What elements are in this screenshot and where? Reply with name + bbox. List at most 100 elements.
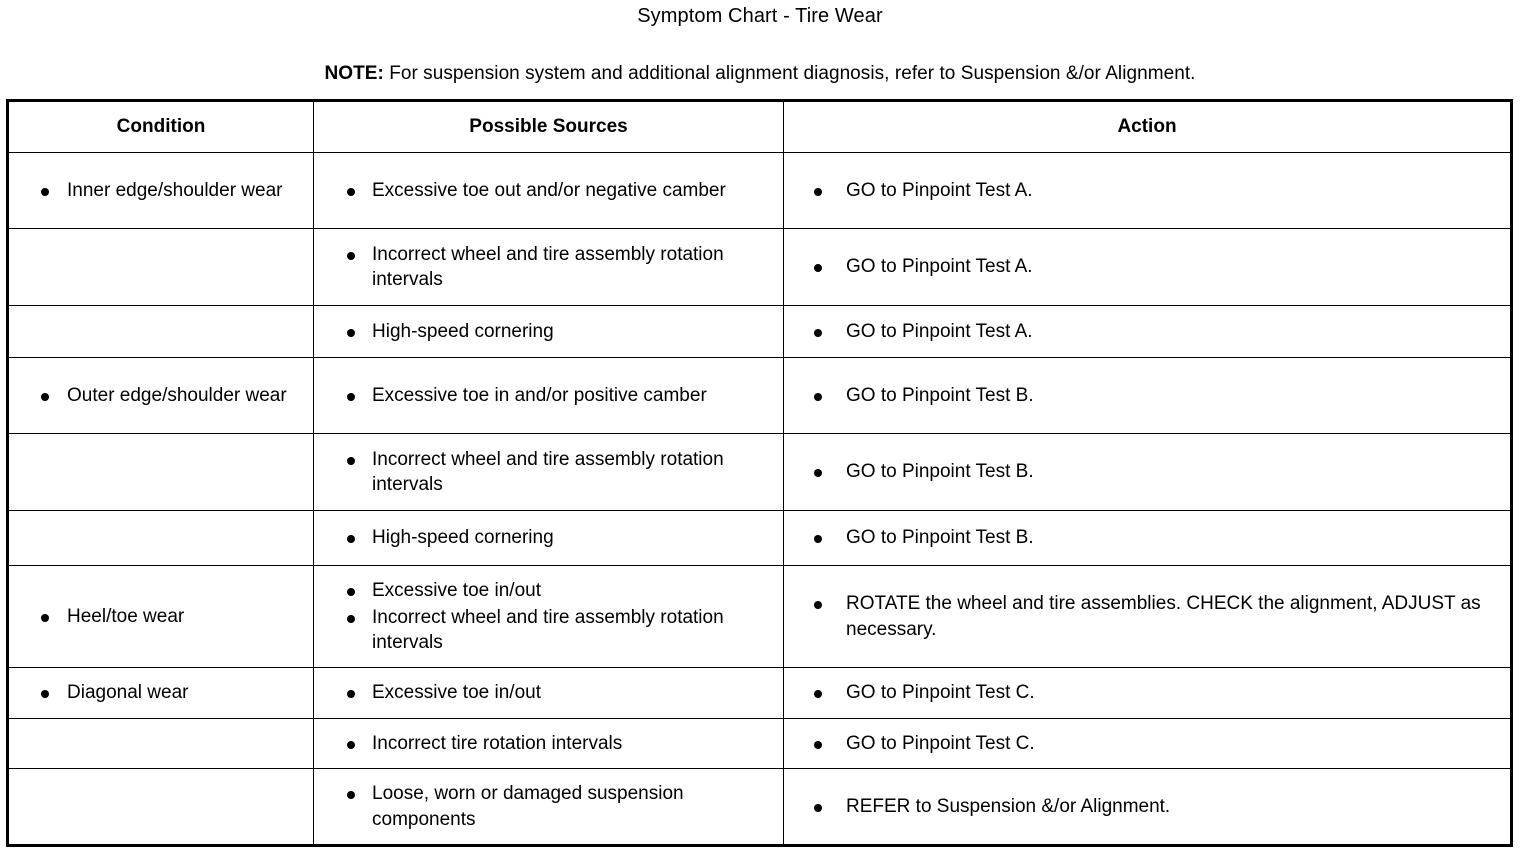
list-item: GO to Pinpoint Test A. (814, 178, 1498, 203)
action-bullet-list: GO to Pinpoint Test A. (784, 254, 1510, 279)
page-title: Symptom Chart - Tire Wear (637, 5, 883, 27)
condition-text: Diagonal wear (67, 682, 189, 704)
condition-bullet-list: Heel/toe wear (9, 604, 313, 629)
cell-condition: Inner edge/shoulder wear (7, 152, 314, 229)
table-header-row: Condition Possible Sources Action (7, 100, 1512, 153)
cell-sources: Excessive toe in and/or positive camber (313, 357, 784, 434)
bullet-icon (41, 187, 49, 196)
table-row: Outer edge/shoulder wear Excessive toe in… (7, 357, 1512, 434)
cell-condition: Outer edge/shoulder wear (7, 357, 314, 434)
cell-action: GO to Pinpoint Test C. (783, 718, 1512, 769)
column-header-possible-sources: Possible Sources (313, 100, 784, 153)
list-item: Incorrect wheel and tire assembly rotati… (347, 605, 773, 655)
table-row: High-speed cornering GO to Pinpoint Test … (7, 305, 1512, 358)
bullet-icon (41, 392, 49, 401)
table-row: Diagonal wear Excessive toe in/out GO to P… (7, 667, 1512, 719)
list-item: REFER to Suspension &/or Alignment. (814, 794, 1498, 819)
bullet-icon (814, 740, 822, 749)
sources-bullet-list: High-speed cornering (314, 319, 783, 344)
bullet-icon (347, 328, 355, 337)
bullet-icon (814, 392, 822, 401)
table-row: Incorrect wheel and tire assembly rotati… (7, 228, 1512, 306)
cell-sources: Excessive toe in/out (313, 667, 784, 719)
sources-bullet-list: Excessive toe in/out (314, 680, 783, 705)
note-label: NOTE: (324, 63, 384, 84)
list-item: GO to Pinpoint Test A. (814, 254, 1498, 279)
bullet-icon (41, 690, 49, 699)
sources-bullet-list: Incorrect tire rotation intervals (314, 731, 783, 756)
cell-action: ROTATE the wheel and tire assemblies. CH… (783, 565, 1512, 668)
list-item: Incorrect wheel and tire assembly rotati… (347, 242, 773, 292)
note-line: NOTE: For suspension system and addition… (0, 26, 1520, 83)
action-text: GO to Pinpoint Test B. (846, 384, 1034, 406)
list-item: Incorrect tire rotation intervals (347, 731, 773, 756)
list-item: Heel/toe wear (41, 604, 305, 629)
list-item: Excessive toe out and/or negative camber (347, 178, 773, 203)
bullet-icon (814, 803, 822, 812)
action-text: GO to Pinpoint Test B. (846, 461, 1034, 483)
action-bullet-list: GO to Pinpoint Test B. (784, 459, 1510, 484)
bullet-icon (814, 264, 822, 273)
table-body: Inner edge/shoulder wear Excessive toe ou… (7, 152, 1512, 846)
bullet-icon (814, 187, 822, 196)
list-item: Diagonal wear (41, 680, 305, 705)
action-text: GO to Pinpoint Test C. (846, 732, 1035, 754)
sources-text: High-speed cornering (372, 320, 554, 342)
bullet-icon (347, 791, 355, 800)
bullet-icon (347, 614, 355, 623)
sources-bullet-list: Loose, worn or damaged suspension compon… (314, 781, 783, 831)
action-bullet-list: GO to Pinpoint Test A. (784, 319, 1510, 344)
bullet-icon (814, 328, 822, 337)
list-item: GO to Pinpoint Test C. (814, 731, 1498, 756)
bullet-icon (814, 469, 822, 478)
condition-text: Inner edge/shoulder wear (67, 179, 283, 201)
condition-text: Outer edge/shoulder wear (67, 384, 287, 406)
sources-bullet-list: Excessive toe out and/or negative camber (314, 178, 783, 203)
list-item: GO to Pinpoint Test B. (814, 383, 1498, 408)
cell-action: GO to Pinpoint Test A. (783, 305, 1512, 358)
bullet-icon (41, 613, 49, 622)
list-item: GO to Pinpoint Test C. (814, 680, 1498, 705)
table-header: Condition Possible Sources Action (7, 100, 1512, 153)
cell-sources: High-speed cornering (313, 305, 784, 358)
cell-sources: High-speed cornering (313, 510, 784, 566)
list-item: Incorrect wheel and tire assembly rotati… (347, 447, 773, 497)
cell-sources: Incorrect wheel and tire assembly rotati… (313, 228, 784, 306)
bullet-icon (347, 690, 355, 699)
sources-text: Excessive toe in/out (372, 682, 541, 704)
condition-text: Heel/toe wear (67, 605, 185, 627)
cell-sources: Loose, worn or damaged suspension compon… (313, 768, 784, 846)
list-item: Excessive toe in and/or positive camber (347, 383, 773, 408)
list-item: Excessive toe in/out (347, 680, 773, 705)
cell-action: GO to Pinpoint Test B. (783, 510, 1512, 566)
sources-text: Incorrect wheel and tire assembly rotati… (372, 243, 724, 290)
bullet-icon (347, 535, 355, 544)
action-bullet-list: GO to Pinpoint Test C. (784, 731, 1510, 756)
list-item: Outer edge/shoulder wear (41, 383, 305, 408)
sources-text: Incorrect wheel and tire assembly rotati… (372, 448, 724, 495)
cell-sources: Incorrect wheel and tire assembly rotati… (313, 433, 784, 511)
cell-action: GO to Pinpoint Test B. (783, 357, 1512, 434)
condition-bullet-list: Inner edge/shoulder wear (9, 178, 313, 203)
cell-condition-empty (7, 228, 314, 306)
action-text: ROTATE the wheel and tire assemblies. CH… (846, 593, 1481, 640)
list-item: GO to Pinpoint Test B. (814, 525, 1498, 550)
cell-condition-empty (7, 305, 314, 358)
table-row: High-speed cornering GO to Pinpoint Test … (7, 510, 1512, 566)
cell-action: GO to Pinpoint Test C. (783, 667, 1512, 719)
action-bullet-list: GO to Pinpoint Test B. (784, 525, 1510, 550)
sources-bullet-list: High-speed cornering (314, 525, 783, 550)
list-item: High-speed cornering (347, 319, 773, 344)
sources-text: Loose, worn or damaged suspension compon… (372, 783, 684, 830)
sources-text: Excessive toe in and/or positive camber (372, 384, 707, 406)
list-item: High-speed cornering (347, 525, 773, 550)
cell-action: GO to Pinpoint Test A. (783, 228, 1512, 306)
sources-bullet-list: Incorrect wheel and tire assembly rotati… (314, 447, 783, 497)
cell-condition: Diagonal wear (7, 667, 314, 719)
bullet-icon (814, 535, 822, 544)
action-text: REFER to Suspension &/or Alignment. (846, 795, 1171, 817)
column-header-action: Action (783, 100, 1512, 153)
symptom-chart-table-container: Condition Possible Sources Action Inner … (6, 99, 1513, 847)
